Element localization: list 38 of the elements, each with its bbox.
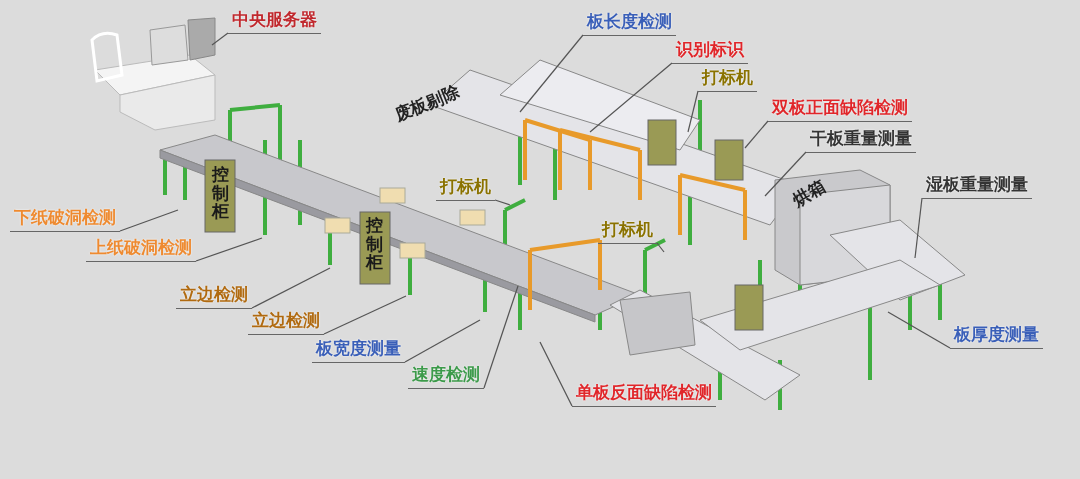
callout-label: 下纸破洞检测	[10, 206, 120, 232]
leader-line	[656, 242, 665, 253]
callout-label: 板厚度测量	[950, 323, 1043, 349]
leader-line	[483, 285, 519, 389]
leader-line	[539, 341, 573, 407]
leader-line	[887, 311, 951, 349]
callout-label: 上纸破洞检测	[86, 236, 196, 262]
leader-line	[764, 151, 807, 197]
cabinet-label: 控制柜	[366, 216, 384, 273]
callout-label: 板宽度测量	[312, 337, 405, 363]
machine-label: 废板剔除	[391, 80, 463, 127]
callout-label: 打标机	[598, 218, 657, 244]
leader-line	[251, 267, 331, 309]
callout-label: 立边检测	[248, 309, 324, 335]
callout-label: 打标机	[436, 175, 495, 201]
callout-label: 单板反面缺陷检测	[572, 381, 716, 407]
callout-label: 速度检测	[408, 363, 484, 389]
callout-label: 湿板重量测量	[922, 173, 1032, 199]
leader-line	[119, 209, 179, 232]
leader-line	[589, 62, 673, 133]
leader-line	[494, 199, 511, 206]
leader-line	[195, 237, 263, 262]
callout-label: 中央服务器	[228, 8, 321, 34]
leader-line	[211, 32, 229, 46]
leader-line	[323, 295, 407, 335]
leader-line	[744, 120, 769, 149]
callout-label: 干板重量测量	[806, 127, 916, 153]
machine-label: 烘箱	[788, 175, 830, 212]
leader-line	[519, 34, 584, 113]
callout-label: 打标机	[698, 66, 757, 92]
leader-line	[687, 90, 699, 133]
callout-label: 板长度检测	[583, 10, 676, 36]
callout-label: 立边检测	[176, 283, 252, 309]
leader-line	[404, 319, 481, 363]
cabinet-label: 控制柜	[212, 165, 230, 222]
leader-line	[914, 197, 923, 259]
callout-label: 识别标识	[672, 38, 748, 64]
callout-label: 双板正面缺陷检测	[768, 96, 912, 122]
